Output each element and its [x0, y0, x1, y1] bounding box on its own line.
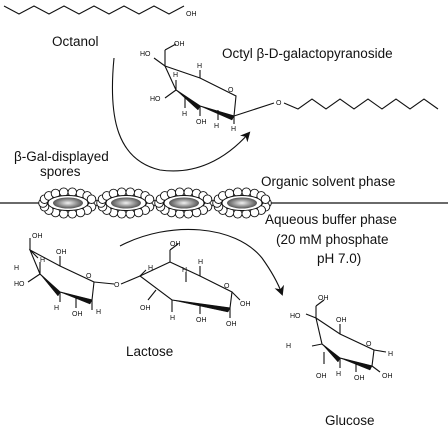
oh-label: OH [174, 41, 185, 48]
spore-core [53, 197, 83, 209]
oh-label: OH [196, 119, 207, 126]
oh-label: OH [240, 301, 251, 308]
spore-4 [212, 187, 272, 219]
ring-o-label: O [228, 87, 234, 94]
h-label: H [182, 111, 187, 118]
spore-3 [154, 187, 214, 219]
ho-label: HO [290, 313, 301, 320]
oh-label: OH [32, 233, 43, 240]
glycosidic-o-label: O [114, 282, 120, 289]
spore-bead [86, 194, 97, 204]
h-label: H [148, 265, 153, 272]
spore-core [169, 197, 199, 209]
spores-label-line1: β-Gal-displayed [14, 149, 109, 164]
octanol-structure: OH [3, 5, 197, 18]
h-label: H [336, 371, 341, 378]
spores-label-line2: spores [40, 164, 81, 179]
h-label: H [231, 126, 236, 133]
h-label: H [198, 259, 203, 266]
aqueous-phase-label-line3: pH 7.0) [317, 251, 361, 266]
spore-core [227, 197, 257, 209]
oh-label: OH [170, 241, 181, 248]
ho-label: HO [150, 96, 161, 103]
spore-1 [38, 187, 98, 219]
octanol-label: Octanol [52, 34, 99, 49]
h-label: H [40, 257, 45, 264]
aqueous-phase-label-line1: Aqueous buffer phase [265, 212, 397, 227]
aqueous-phase-label-line2: (20 mM phosphate [276, 232, 389, 247]
h-label: H [388, 351, 393, 358]
octanol-oh-label: OH [186, 11, 197, 18]
oh-label: OH [336, 317, 347, 324]
h-label: H [286, 343, 291, 350]
hydrolysis-arrow [119, 228, 284, 296]
oh-label: OH [318, 295, 329, 302]
h-label: H [54, 305, 59, 312]
spore-2 [96, 187, 156, 219]
ho-label: HO [14, 281, 25, 288]
octyl-galactoside-structure: O OH HO HO H H OH H H H O [140, 41, 439, 133]
ring-o-label: O [366, 341, 372, 348]
h-label: H [170, 315, 175, 322]
oh-label: OH [140, 305, 151, 312]
h-label: H [14, 265, 19, 272]
spores-group [38, 187, 272, 219]
glucose-structure: O OH HO H OH H OH OH OH H [286, 295, 393, 382]
oh-label: OH [354, 375, 365, 382]
ho-label: HO [140, 51, 151, 58]
oh-label: OH [226, 321, 237, 328]
oh-label: OH [316, 373, 327, 380]
lactose-structure: O OH H HO H OH H OH H O O OH H OH H H [14, 233, 251, 328]
spore-core [111, 197, 141, 209]
h-label: H [96, 309, 101, 316]
spore-bead [144, 194, 155, 204]
oh-label: OH [56, 249, 67, 256]
oh-label: OH [382, 373, 393, 380]
h-label: H [197, 63, 202, 70]
h-label: H [214, 123, 219, 130]
glucose-label: Glucose [325, 413, 375, 427]
oh-label: OH [196, 317, 207, 324]
spore-bead [260, 194, 271, 204]
ring-o-label: O [86, 273, 92, 280]
lactose-label: Lactose [126, 344, 173, 359]
spore-bead [202, 194, 213, 204]
organic-phase-label: Organic solvent phase [261, 174, 395, 189]
oh-label: OH [72, 311, 83, 318]
octyl-galactoside-label: Octyl β-D-galactopyranoside [222, 46, 393, 61]
glycosidic-o-label: O [276, 100, 282, 107]
synthesis-arrow [111, 57, 251, 172]
h-label: H [173, 72, 178, 79]
ring-o-label: O [224, 283, 230, 290]
h-label: H [182, 267, 187, 274]
